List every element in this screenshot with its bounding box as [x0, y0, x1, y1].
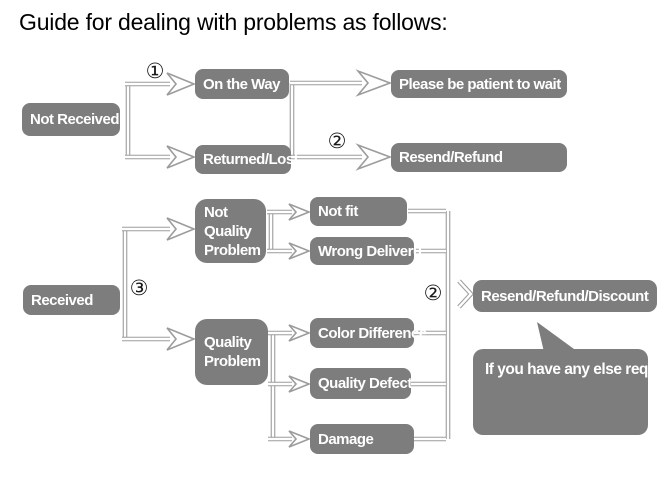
arrowhead-icon — [288, 203, 312, 221]
connector-collector — [408, 208, 451, 442]
connector-quality — [268, 324, 312, 448]
marker-2-bottom: ② — [423, 281, 443, 305]
node-wrong-delivery: Wrong Deliveru — [310, 237, 422, 265]
node-on-the-way: On the Way — [195, 69, 289, 99]
arrowhead-icon — [166, 72, 197, 96]
arrowhead-icon — [355, 143, 393, 171]
node-label: Returned/Lost — [203, 151, 299, 168]
node-be-patient: Please be patient to wait — [391, 70, 567, 98]
node-label: Received — [31, 291, 93, 309]
node-received: Received — [23, 285, 120, 315]
marker-3: ③ — [129, 276, 149, 300]
node-label: Not — [204, 203, 228, 221]
connector-received — [122, 217, 197, 351]
node-label: Quality Defect — [318, 375, 412, 392]
node-label: Not Received — [30, 111, 120, 128]
node-label: Damage — [318, 430, 374, 448]
arrowhead-icon — [355, 69, 393, 97]
node-not-quality-problem: Not Quality Problem — [195, 199, 266, 263]
note-line: If you have any else — [485, 361, 622, 378]
arrowhead-icon — [288, 324, 312, 342]
node-resend-refund-discount: Resend/Refund/Discount — [473, 280, 657, 312]
arrowhead-icon — [166, 145, 197, 169]
note-line: requirements,you could — [625, 361, 666, 378]
node-color-difference: Color Difference — [310, 318, 427, 348]
node-damage: Damage — [310, 424, 414, 454]
node-label: Please be patient to wait — [399, 75, 561, 93]
node-not-received: Not Received — [22, 103, 120, 136]
node-label: On the Way — [203, 75, 280, 93]
node-resend-refund: Resend/Refund — [391, 143, 567, 172]
node-label: Problem — [204, 353, 261, 370]
node-label: Resend/Refund — [399, 149, 503, 166]
speech-bubble-note: If you have any else requirements,you co… — [473, 349, 666, 435]
node-label: Quality — [204, 222, 252, 240]
arrowhead-icon — [166, 217, 197, 241]
arrowhead-icon — [288, 430, 312, 448]
node-label: Not fit — [318, 203, 358, 220]
arrowhead-icon — [288, 242, 312, 260]
marker-1: ① — [145, 59, 165, 83]
node-label: Problem — [204, 241, 261, 259]
node-not-fit: Not fit — [310, 197, 407, 226]
connector-top-results — [289, 69, 393, 171]
node-label: Wrong Deliveru — [318, 242, 422, 260]
connector-not-quality — [267, 203, 312, 260]
chevron-right-icon — [457, 279, 475, 309]
node-label: Resend/Refund/Discount — [481, 287, 649, 305]
node-label: Quality — [204, 334, 252, 351]
arrowhead-icon — [166, 327, 197, 351]
connector-not-received — [125, 72, 197, 169]
arrowhead-icon — [288, 375, 312, 393]
node-label: Color Difference — [318, 324, 427, 342]
node-returned-lost: Returned/Lost — [195, 145, 299, 174]
marker-2-top: ② — [327, 129, 347, 153]
node-quality-defect: Quality Defect — [310, 368, 412, 399]
page-title: Guide for dealing with problems as follo… — [19, 9, 448, 35]
speech-bubble-tail — [537, 322, 574, 352]
node-quality-problem: Quality Problem — [195, 319, 268, 385]
